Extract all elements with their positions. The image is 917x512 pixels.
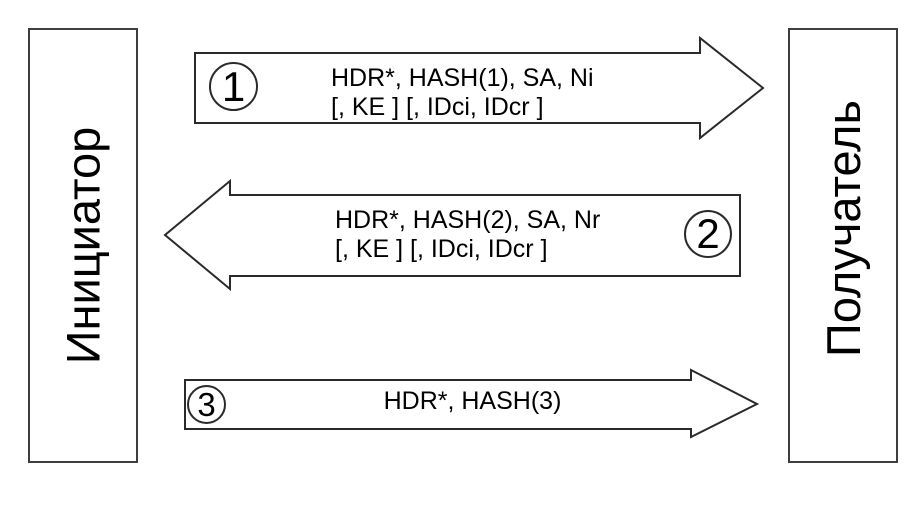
message-3-number: 3 — [197, 386, 216, 423]
message-2-line-2: [, KE ] [, IDci, IDcr ] — [335, 235, 548, 263]
message-1-number-badge: 1 — [209, 62, 258, 111]
message-2-number-badge: 2 — [684, 210, 732, 258]
message-3-line-1: HDR*, HASH(3) — [383, 387, 562, 415]
message-2-number: 2 — [696, 210, 720, 257]
message-1-line-2: [, KE ] [, IDci, IDcr ] — [331, 93, 544, 121]
responder-label: Получатель — [816, 100, 870, 357]
message-1-arrow-right-icon — [194, 35, 765, 141]
message-1-line-1: HDR*, HASH(1), SA, Ni — [331, 64, 594, 92]
message-2-text: HDR*, HASH(2), SA, Nr [, KE ] [, IDci, I… — [335, 206, 600, 264]
message-2-arrow-left-icon — [163, 178, 741, 292]
message-1-text: HDR*, HASH(1), SA, Ni [, KE ] [, IDci, I… — [331, 64, 594, 122]
message-3-text: HDR*, HASH(3) — [205, 387, 740, 416]
message-3-number-badge: 3 — [187, 385, 226, 424]
initiator-box: Инициатор — [28, 28, 138, 463]
message-2-line-1: HDR*, HASH(2), SA, Nr — [335, 206, 601, 234]
responder-box: Получатель — [788, 28, 898, 463]
message-3-arrow-right-icon — [184, 368, 760, 439]
message-1-number: 1 — [221, 62, 246, 110]
initiator-label: Инициатор — [56, 126, 110, 365]
